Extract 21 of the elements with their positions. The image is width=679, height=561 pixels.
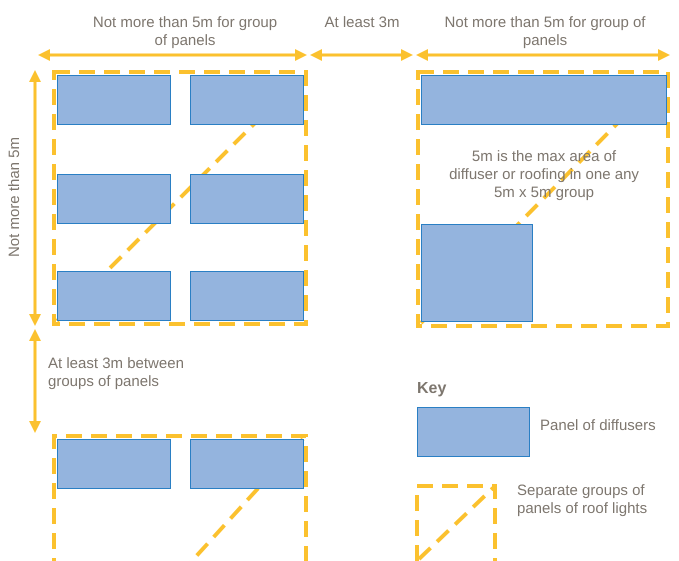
diffuser-panel [190,271,304,321]
panel-group-frame [52,70,308,326]
dimension-label: Not more than 5m for group of panels [444,14,646,50]
dimension-label: At least 3m [323,14,401,32]
diffuser-panel [190,75,304,125]
legend-label: Panel of diffusers [540,417,657,435]
legend-label: Separate groups of panels of roof lights [517,482,648,518]
diffuser-panel [57,439,171,489]
diffuser-panel [57,75,171,125]
dimension-label: Not more than 5m for group of panels [92,14,278,50]
dimension-label: Not more than 5m [6,136,24,260]
key-heading: Key [417,380,446,398]
diffuser-panel [57,271,171,321]
diffuser-panel [190,174,304,224]
diffuser-panel [421,224,533,322]
panel-group-frame [52,434,308,561]
diffuser-panel [421,75,667,125]
dimension-label: At least 3m between groups of panels [48,355,185,391]
diffuser-panel [57,174,171,224]
panel-group-frame [416,70,670,328]
diffuser-panel [190,439,304,489]
